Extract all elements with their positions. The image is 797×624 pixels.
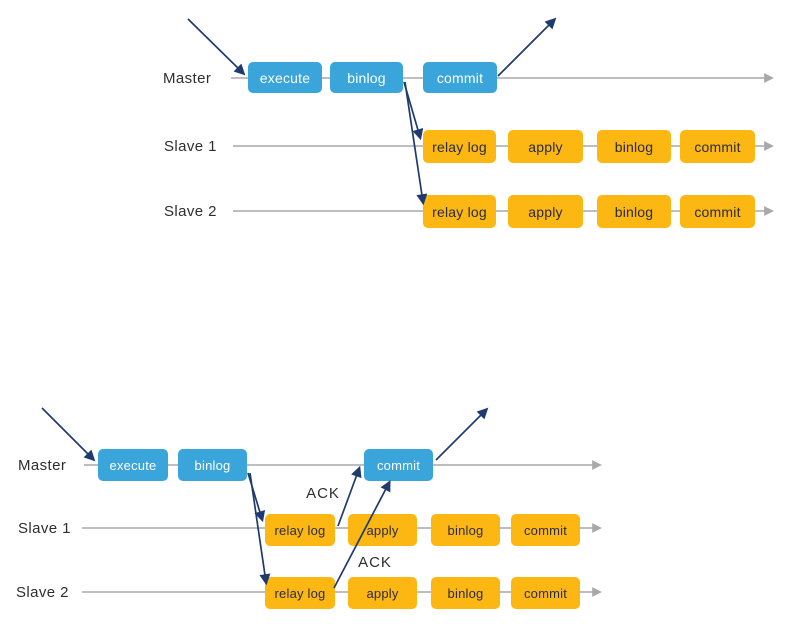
bottom-master-execute-box: execute [98,449,168,481]
bottom-slave1-relaylog-box: relay log [265,514,335,546]
bottom-slave2-relaylog-box: relay log [265,577,335,609]
top-slave1-apply-box: apply [508,130,583,163]
bottom-slave2-apply-box: apply [348,577,417,609]
bottom-master-row-label: Master [18,457,67,474]
bottom-slave1-apply-box: apply [348,514,417,546]
top-slave2-row-label: Slave 2 [164,203,217,220]
top-slave1-binlog-box: binlog [597,130,671,163]
bottom-slave2-row-label: Slave 2 [16,584,69,601]
top-slave1-relaylog-box: relay log [423,130,496,163]
ack-label-slave2: ACK [358,554,392,571]
bottom-master-binlog-box: binlog [178,449,247,481]
top-master-row-label: Master [163,70,212,87]
bottom-slave1-binlog-box: binlog [431,514,500,546]
bottom-slave1-row-label: Slave 1 [18,520,71,537]
top-slave2-apply-box: apply [508,195,583,228]
ack-label-slave1: ACK [306,485,340,502]
top-slave2-binlog-box: binlog [597,195,671,228]
top-master-commit-box: commit [423,62,497,93]
top-master-execute-box: execute [248,62,322,93]
bottom-slave1-commit-box: commit [511,514,580,546]
bottom-slave2-commit-box: commit [511,577,580,609]
top-slave1-row-label: Slave 1 [164,138,217,155]
top-slave2-relaylog-box: relay log [423,195,496,228]
top-master-binlog-box: binlog [330,62,403,93]
bottom-slave2-binlog-box: binlog [431,577,500,609]
top-slave1-commit-box: commit [680,130,755,163]
bottom-master-commit-box: commit [364,449,433,481]
top-slave2-commit-box: commit [680,195,755,228]
